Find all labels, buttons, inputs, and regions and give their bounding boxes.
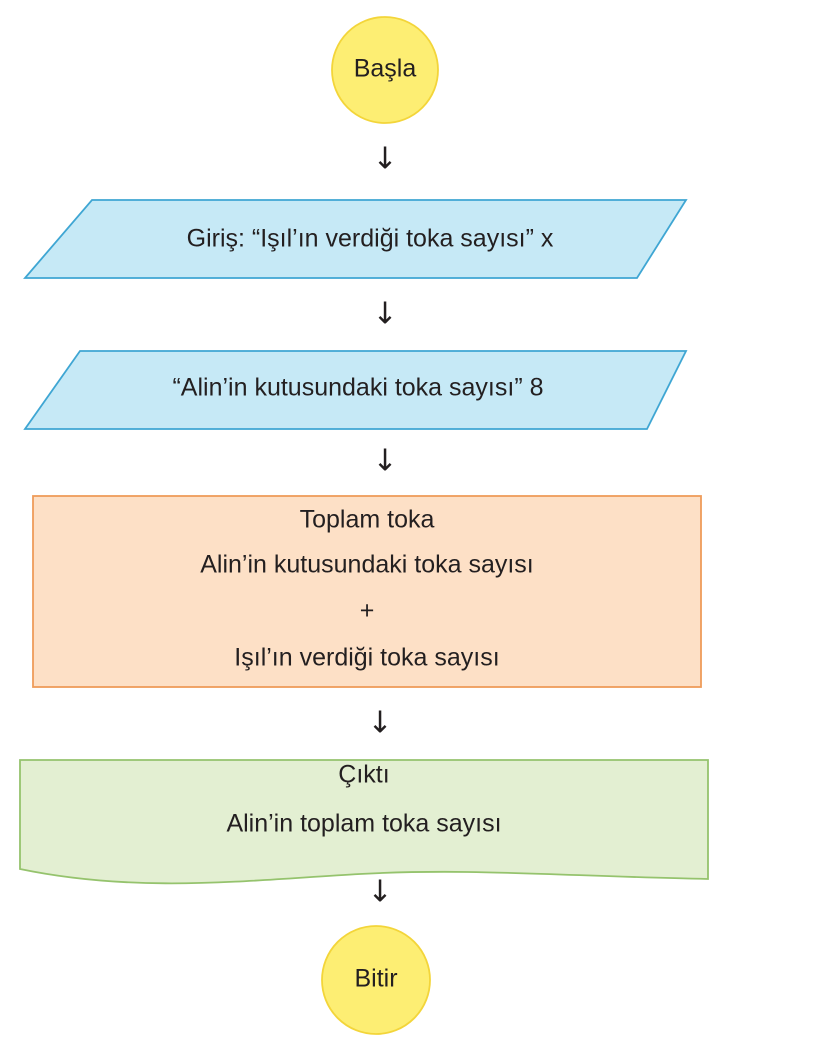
process-line-1: Toplam toka <box>300 506 435 534</box>
output-line-2: Alin’in toplam toka sayısı <box>226 810 501 838</box>
input-parallelogram-2 <box>23 350 688 430</box>
input-parallelogram-1 <box>23 199 688 279</box>
process-line-2: Alin’in kutusundaki toka sayısı <box>200 551 534 579</box>
arrow-down-icon: ↓ <box>372 142 397 177</box>
process-line-4: Işıl’ın verdiği toka sayısı <box>234 644 499 672</box>
input-1-label: Giriş: “Işıl’ın verdiği toka sayısı” x <box>187 225 554 253</box>
arrow-down-icon: ↓ <box>372 444 397 479</box>
process-box <box>32 495 702 688</box>
start-label: Başla <box>354 55 417 83</box>
arrow-down-icon: ↓ <box>367 875 392 910</box>
input-2-label: “Alin’in kutusundaki toka sayısı” 8 <box>172 374 543 402</box>
output-line-1: Çıktı <box>338 761 389 789</box>
process-plus: + <box>360 597 375 625</box>
output-document <box>19 759 709 885</box>
arrow-down-icon: ↓ <box>367 706 392 741</box>
start-terminal <box>331 16 439 124</box>
arrow-down-icon: ↓ <box>372 297 397 332</box>
end-terminal <box>321 925 431 1035</box>
end-label: Bitir <box>354 965 397 993</box>
